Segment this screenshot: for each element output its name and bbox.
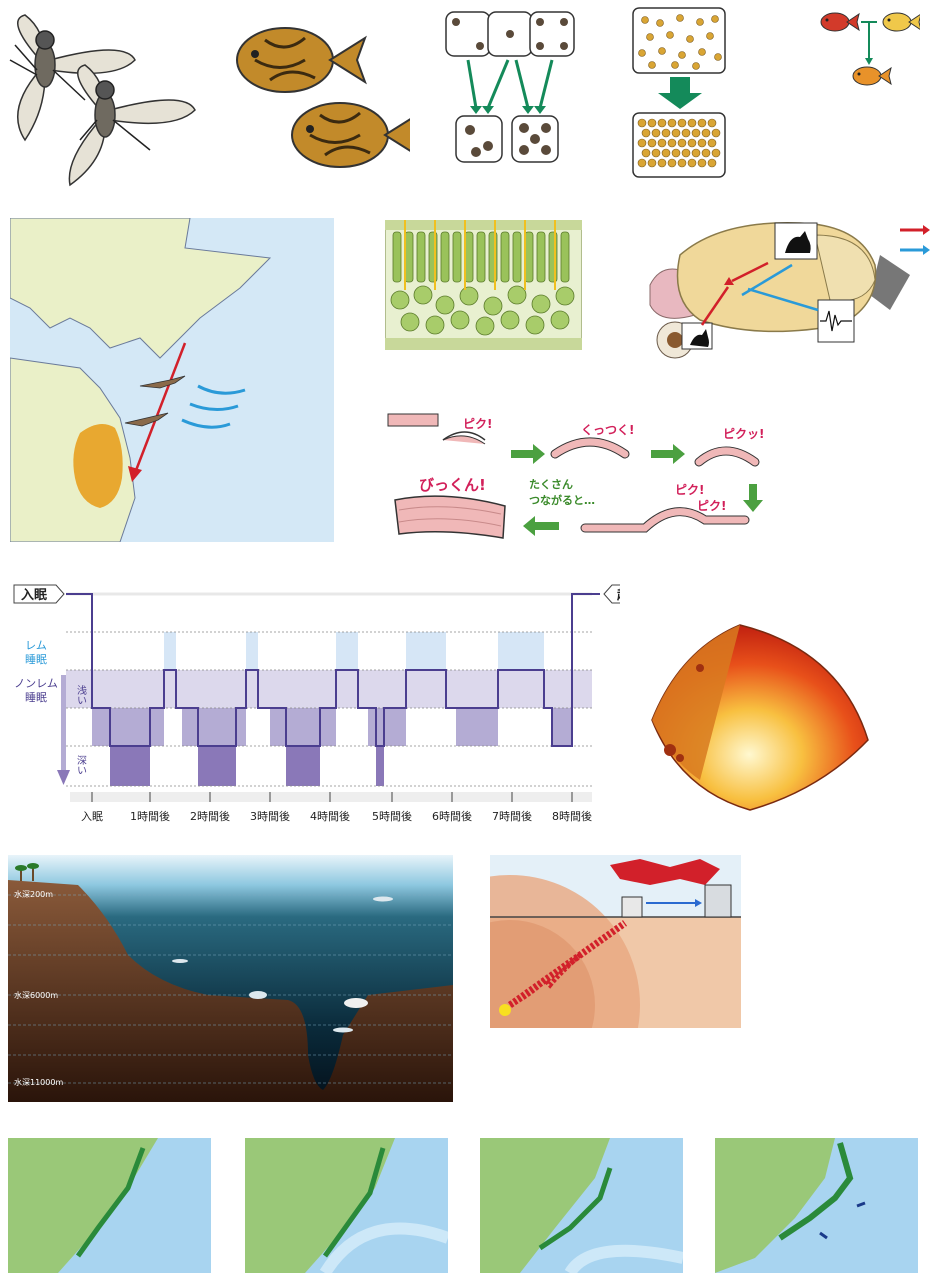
plate-map-2 [245, 1138, 451, 1277]
shallow-label: 浅い [75, 684, 87, 705]
yellow-fish-icon [882, 12, 922, 32]
twitch-word: くっつく! [581, 423, 634, 437]
region-highlight [73, 424, 123, 508]
x-tick-label: 4時間後 [310, 809, 350, 823]
x-tick-label: 2時間後 [190, 809, 230, 823]
nonrem-label: 睡眠 [25, 691, 47, 704]
leaf-cross-section [384, 219, 583, 351]
depth-label: 水深11000m [14, 1077, 63, 1087]
fish-illustration [230, 10, 422, 180]
fish-icon [291, 102, 422, 168]
deep-sea-creature-icon [172, 896, 393, 1033]
population-growth-diagram [630, 5, 730, 180]
twitch-word: ピク! [463, 417, 492, 431]
x-tick-label: 8時間後 [552, 809, 592, 823]
x-tick-label: 1時間後 [130, 809, 170, 823]
sleep-cycle-chart: 入眠 1時間後 2時間後 3時間後 4時間後 5時間後 6時間後 7時間後 8時… [0, 575, 649, 830]
orange-fish-icon [852, 66, 892, 86]
stage-bands [66, 632, 592, 786]
fish-hybrid-diagram [815, 8, 922, 93]
dice-division-diagram [440, 8, 590, 168]
depth-label: 水深6000m [14, 990, 58, 1000]
fruit-flies-illustration [5, 10, 205, 190]
twitch-word: たくさん [529, 478, 573, 491]
red-fish-icon [820, 12, 860, 32]
deep-sea-illustration: 水深200m 水深6000m 水深11000m [8, 855, 453, 1102]
rem-label: 睡眠 [25, 653, 47, 666]
twitch-word: びっくん! [419, 476, 486, 494]
x-tick-label: 7時間後 [492, 809, 532, 823]
x-tick-labels: 入眠 1時間後 2時間後 3時間後 4時間後 5時間後 6時間後 7時間後 8時… [81, 809, 592, 823]
nonrem-label: ノンレム [14, 677, 58, 690]
twitch-word: ピク! [697, 499, 726, 513]
seismometer-icon [621, 896, 643, 918]
earthquake-warning-diagram [380, 855, 741, 1135]
muscle-twitch-diagram: ピク! くっつく! ピクッ! ピク! ピク! たくさん つながると… びっくん! [385, 410, 785, 550]
rem-label: レム [25, 639, 47, 652]
plate-map-4 [715, 1138, 918, 1273]
x-tick-label: 6時間後 [432, 809, 472, 823]
twitch-word: ピクッ! [723, 427, 764, 441]
twitch-word: つながると… [529, 493, 595, 507]
sleep-hypnogram-line [66, 593, 600, 747]
x-tick-label: 5時間後 [372, 809, 412, 823]
depth-label: 水深200m [14, 889, 53, 899]
twitch-word: ピク! [675, 483, 704, 497]
plate-map-3 [480, 1138, 685, 1277]
bird-icon [124, 375, 186, 427]
plate-map-1 [8, 1138, 211, 1273]
fly-icon [9, 14, 136, 142]
building-icon [704, 884, 732, 918]
brain-vision-diagram [640, 215, 930, 360]
tohoku-migration-map [9, 217, 334, 543]
x-tick-label: 3時間後 [250, 809, 290, 823]
earth-interior-illustration [640, 620, 880, 815]
fly-icon [68, 64, 196, 187]
fish-icon [236, 27, 367, 93]
x-tick-label: 入眠 [81, 810, 103, 823]
wake-label: 起床 [616, 587, 620, 603]
deep-label: 深い [75, 755, 87, 775]
sleep-onset-label: 入眠 [21, 588, 47, 603]
epicenter-icon [499, 1004, 511, 1016]
palm-tree-icon [15, 863, 39, 881]
